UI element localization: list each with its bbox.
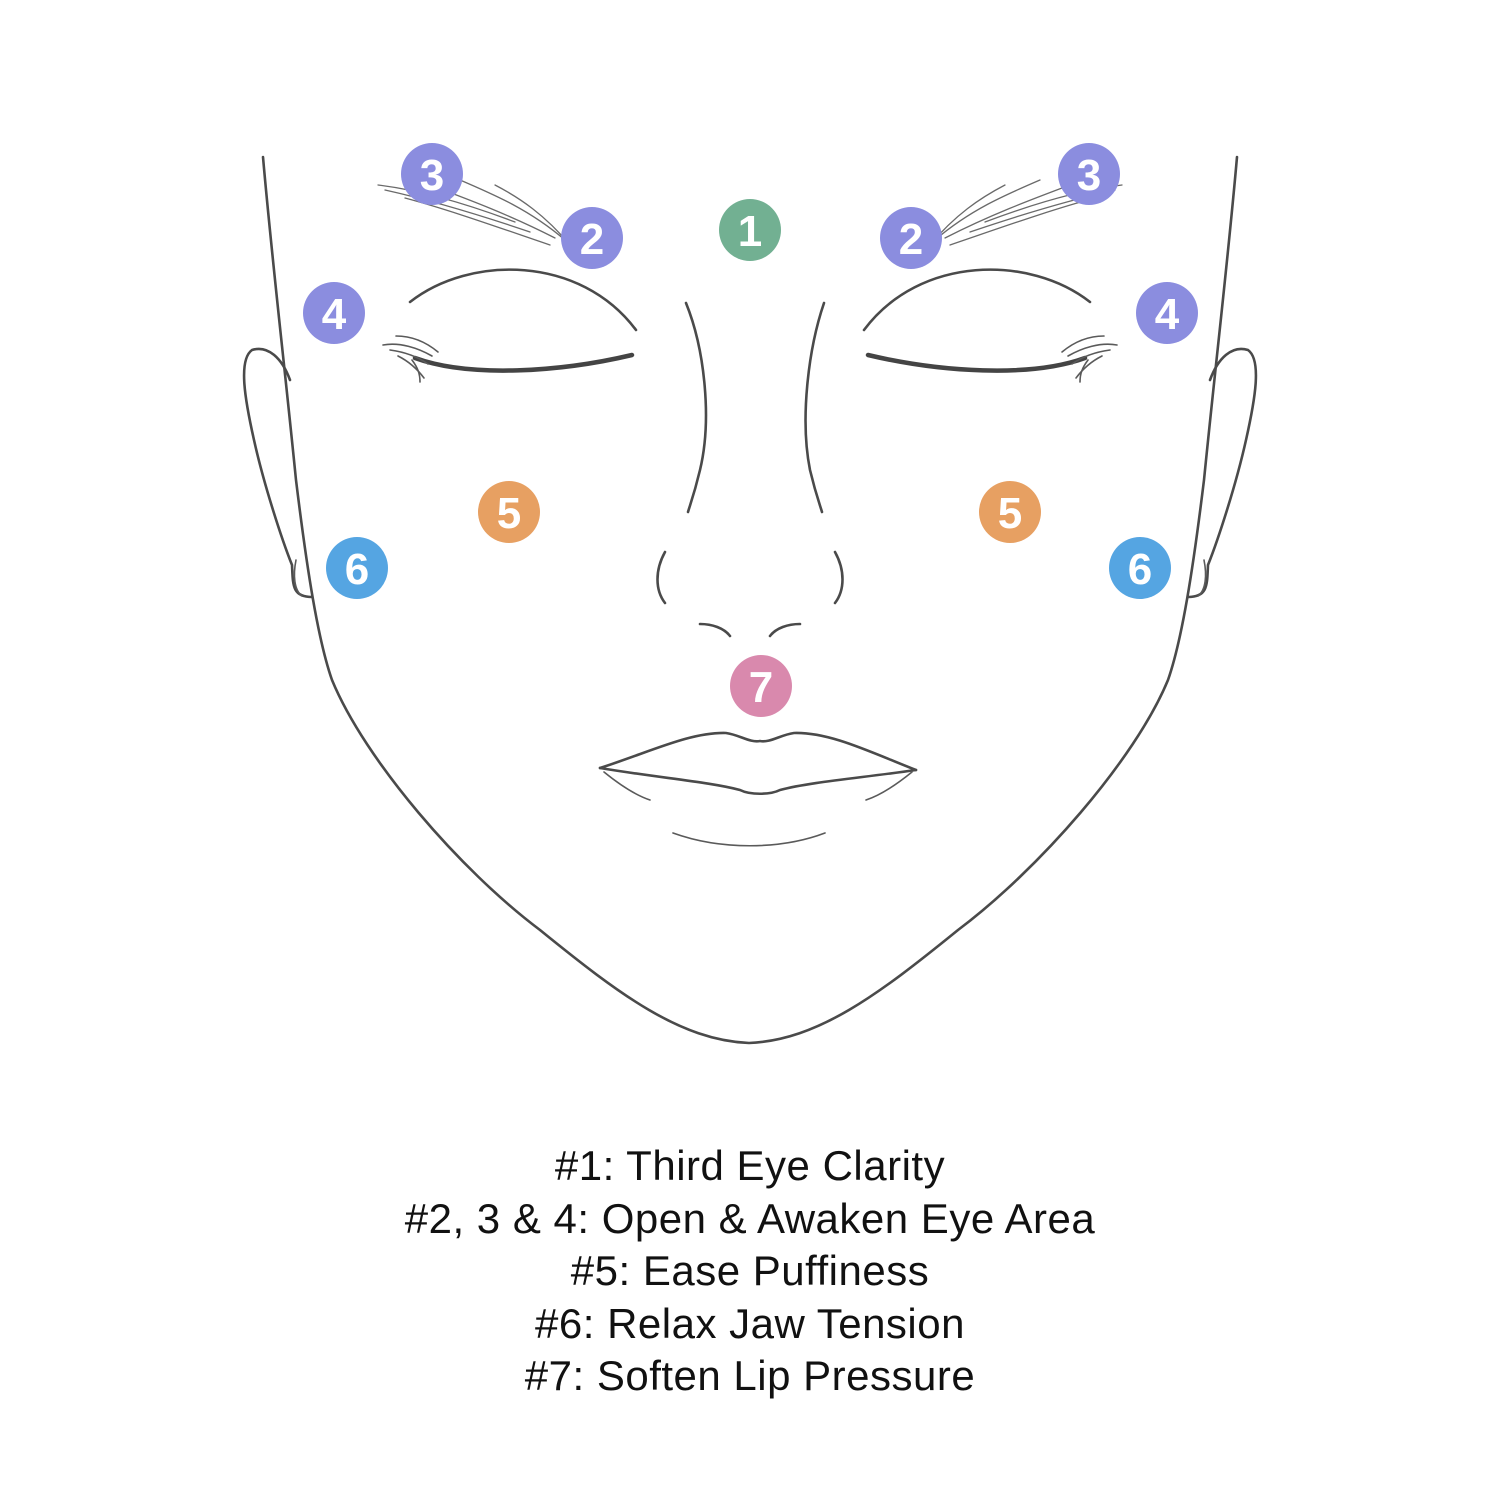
pressure-points: 1 2 2 3 3 4 4 5 5 6 6 7 [303, 143, 1198, 717]
point-6-left-circle [326, 537, 388, 599]
point-7-circle [730, 655, 792, 717]
legend-item-1: #1: Third Eye Clarity [554, 1142, 946, 1189]
point-4-left-circle [303, 282, 365, 344]
face-diagram: 1 2 2 3 3 4 4 5 5 6 6 7 [242, 143, 1258, 1045]
face-outline [261, 155, 1239, 1045]
legend-item-5: #5: Ease Puffiness [570, 1247, 930, 1294]
point-4-right-circle [1136, 282, 1198, 344]
nose [656, 301, 844, 638]
point-1-circle [719, 199, 781, 261]
point-4-right-label: 4 [1155, 290, 1180, 339]
point-3-left-marker: 3 [401, 143, 463, 205]
point-2-right-label: 2 [899, 215, 923, 264]
left-closed-eye [382, 335, 635, 383]
point-6-left-marker: 6 [326, 537, 388, 599]
point-2-right-circle [880, 207, 942, 269]
point-3-right-circle [1058, 143, 1120, 205]
point-4-left-label: 4 [322, 290, 347, 339]
point-2-left-marker: 2 [561, 207, 623, 269]
point-3-right-label: 3 [1077, 151, 1101, 200]
point-1-marker: 1 [719, 199, 781, 261]
point-2-left-label: 2 [580, 215, 604, 264]
point-6-right-label: 6 [1128, 545, 1152, 594]
point-5-right-marker: 5 [979, 481, 1041, 543]
chin-line [672, 832, 826, 847]
point-6-left-label: 6 [345, 545, 369, 594]
point-6-right-circle [1109, 537, 1171, 599]
point-7-label: 7 [749, 663, 773, 712]
right-ear [1186, 347, 1258, 599]
point-2-right-marker: 2 [880, 207, 942, 269]
point-5-left-circle [478, 481, 540, 543]
point-3-right-marker: 3 [1058, 143, 1120, 205]
point-5-left-marker: 5 [478, 481, 540, 543]
point-7-marker: 7 [730, 655, 792, 717]
point-5-left-label: 5 [497, 489, 521, 538]
point-3-left-circle [401, 143, 463, 205]
point-2-left-circle [561, 207, 623, 269]
point-5-right-label: 5 [998, 489, 1022, 538]
left-ear [242, 347, 314, 599]
legend: #1: Third Eye Clarity #2, 3 & 4: Open & … [0, 1140, 1500, 1403]
point-3-left-label: 3 [420, 151, 444, 200]
legend-item-2-3-4: #2, 3 & 4: Open & Awaken Eye Area [404, 1194, 1096, 1242]
legend-item-6: #6: Relax Jaw Tension [535, 1299, 965, 1347]
point-4-right-marker: 4 [1136, 282, 1198, 344]
point-4-left-marker: 4 [303, 282, 365, 344]
point-6-right-marker: 6 [1109, 537, 1171, 599]
lips [598, 731, 918, 801]
point-5-right-circle [979, 481, 1041, 543]
right-closed-eye [865, 335, 1118, 383]
left-eyelid-crease [408, 268, 638, 332]
point-1-label: 1 [738, 207, 762, 256]
legend-item-7: #7: Soften Lip Pressure [524, 1352, 976, 1399]
right-eyelid-crease [862, 268, 1092, 332]
